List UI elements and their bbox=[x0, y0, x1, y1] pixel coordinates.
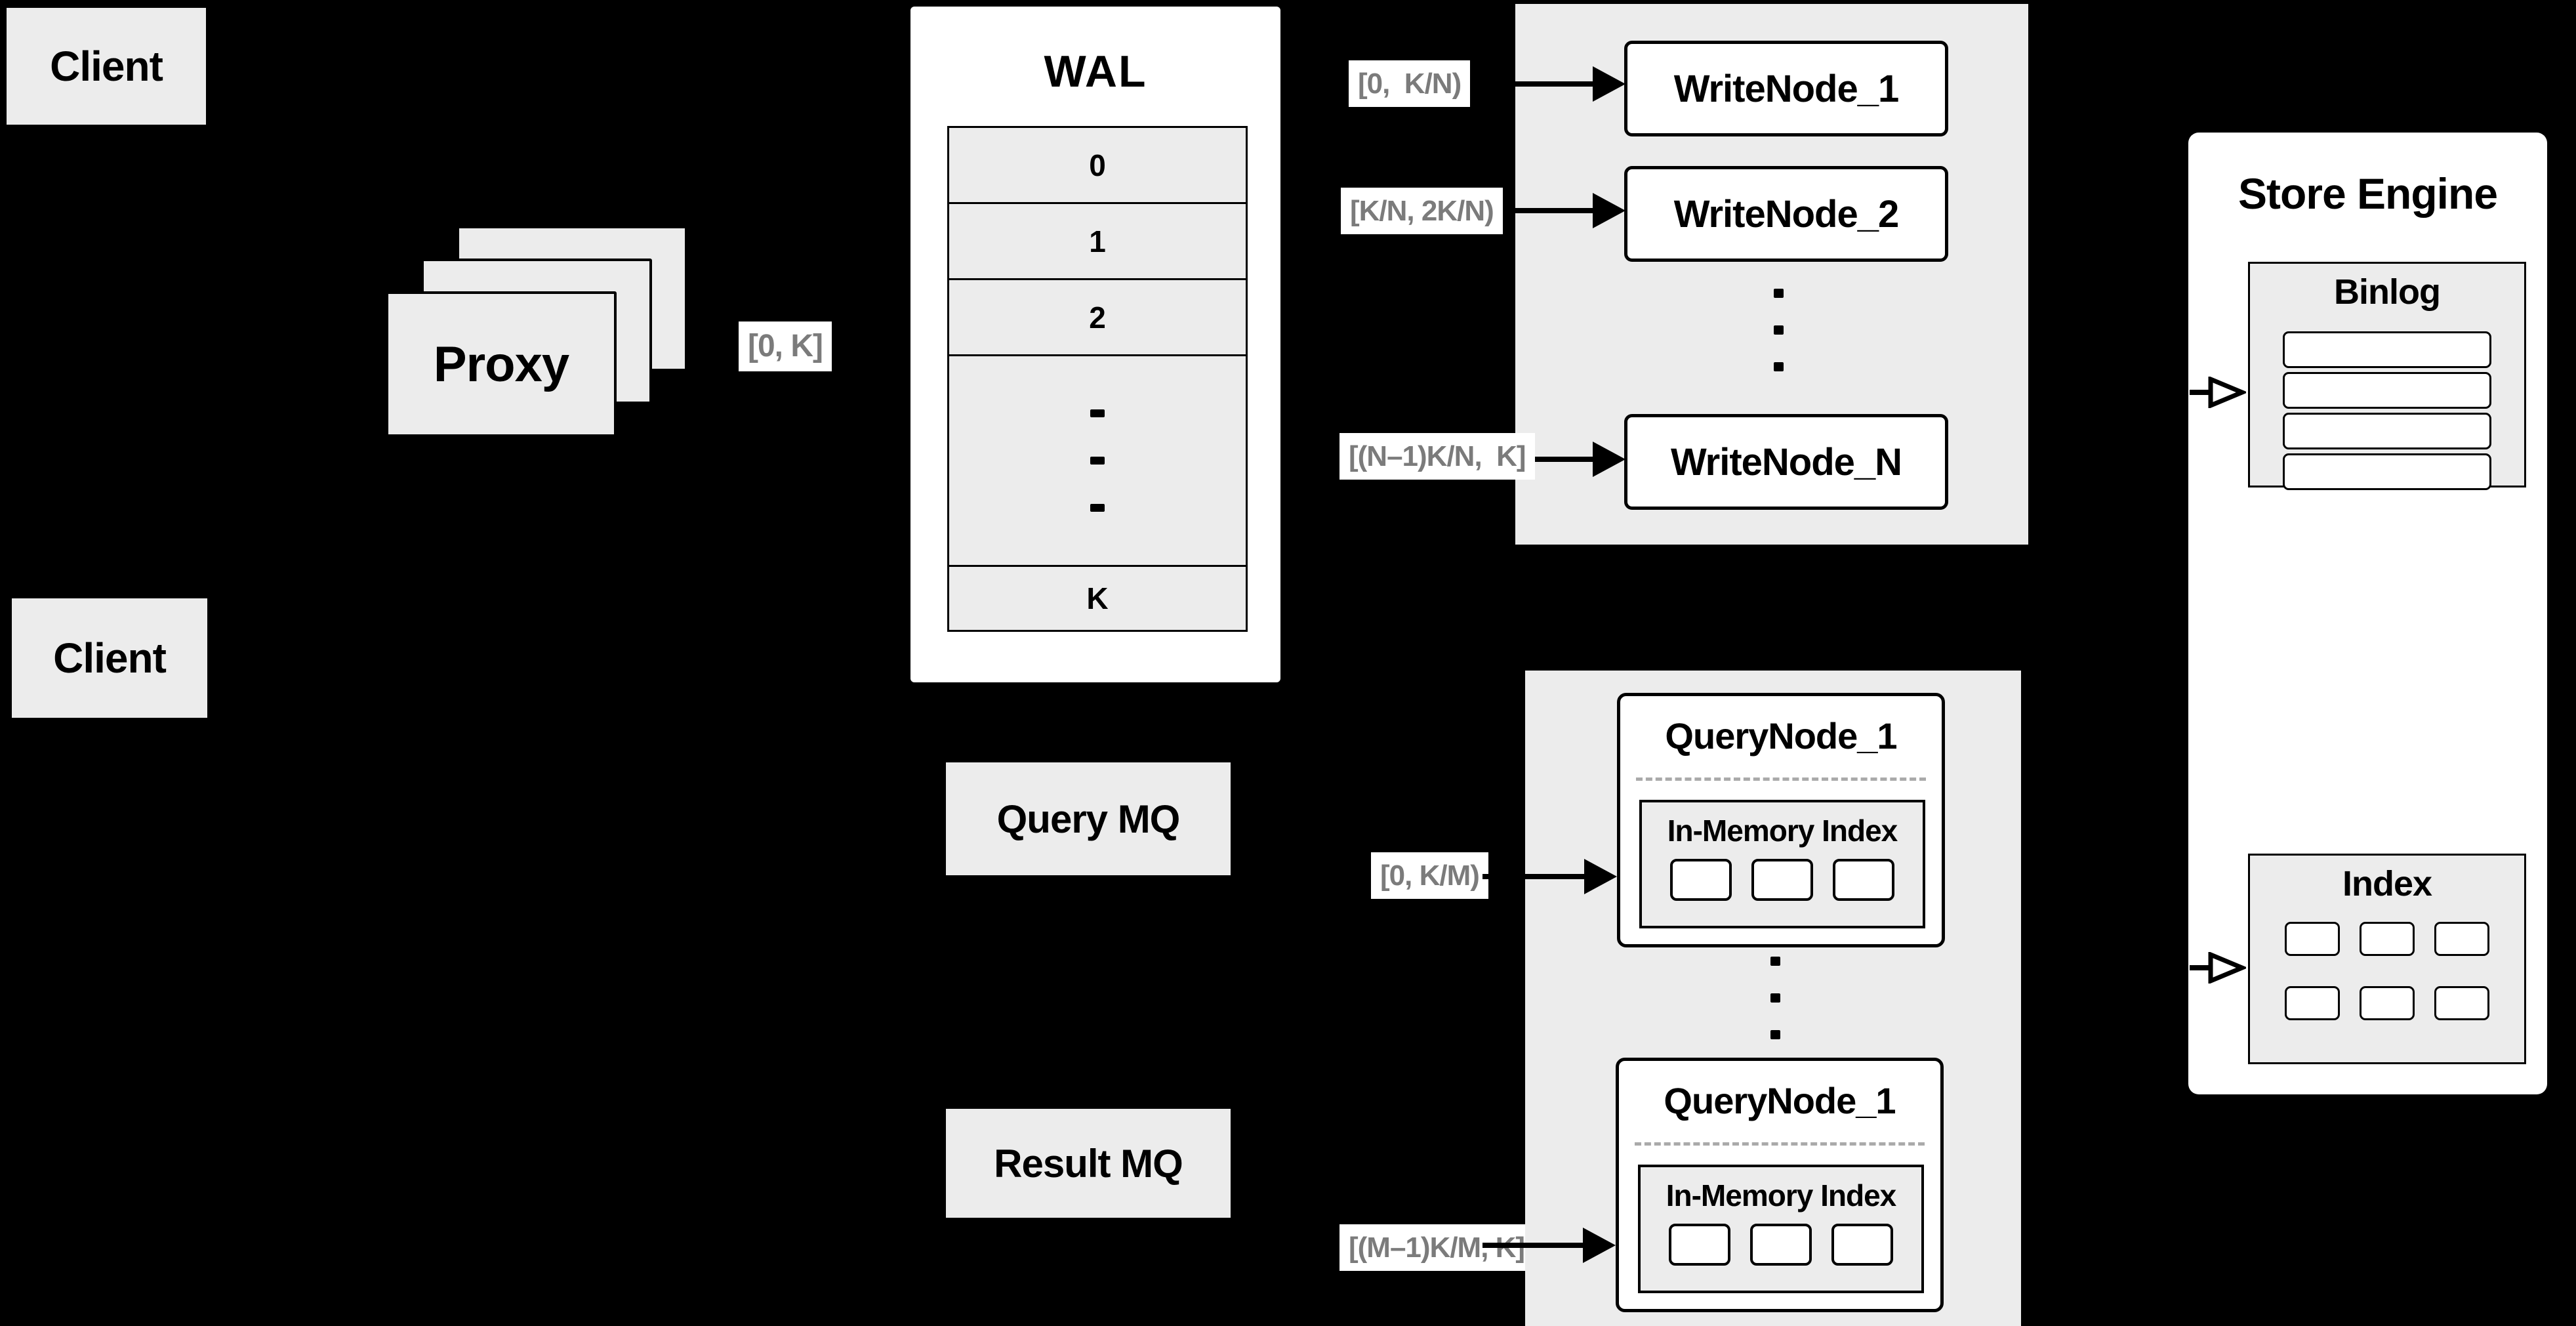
index-panel: Index bbox=[2248, 854, 2526, 1064]
store-engine-title: Store Engine bbox=[2238, 169, 2498, 218]
segment-cell bbox=[1831, 1224, 1893, 1266]
index-cell bbox=[2434, 922, 2489, 956]
ellipsis-dots bbox=[1774, 289, 1784, 371]
binlog-panel: Binlog bbox=[2248, 262, 2526, 490]
arrow-to-writenode-2 bbox=[1476, 208, 1594, 213]
wal-row: 0 bbox=[949, 128, 1246, 204]
index-title: Index bbox=[2342, 864, 2432, 903]
wal-row: 2 bbox=[949, 280, 1246, 356]
wal-title: WAL bbox=[1044, 47, 1147, 96]
ellipsis-dots bbox=[1090, 409, 1105, 512]
arrow-to-index bbox=[2190, 965, 2211, 970]
segment-cell bbox=[1750, 1224, 1812, 1266]
index-cell bbox=[2285, 986, 2340, 1020]
query-node-title: QueryNode_1 bbox=[1665, 715, 1897, 756]
segment-cells bbox=[1642, 859, 1923, 901]
binlog-row bbox=[2283, 453, 2491, 490]
arrowhead-icon bbox=[1584, 859, 1617, 894]
arrowhead-icon bbox=[1583, 1228, 1616, 1263]
dashed-divider bbox=[1635, 1142, 1925, 1146]
index-cell bbox=[2285, 922, 2340, 956]
write-node-2-box: WriteNode_2 bbox=[1624, 166, 1948, 262]
client-bottom-box: Client bbox=[12, 598, 207, 718]
write-node-n-box: WriteNode_N bbox=[1624, 414, 1948, 510]
write-node-1-box: WriteNode_1 bbox=[1624, 41, 1948, 136]
index-cells bbox=[2285, 922, 2489, 1020]
query-mq-box: Query MQ bbox=[946, 762, 1231, 875]
arrow-to-binlog bbox=[2190, 390, 2211, 395]
query-node-group-panel: QueryNode_1 In-Memory Index QueryNode_1 … bbox=[1525, 671, 2021, 1326]
index-cell bbox=[2360, 986, 2415, 1020]
query-node-top-box: QueryNode_1 In-Memory Index bbox=[1617, 693, 1945, 947]
index-cell bbox=[2434, 986, 2489, 1020]
arrowhead-icon bbox=[1593, 66, 1625, 102]
arrow-to-querynode-bottom bbox=[1482, 1243, 1583, 1248]
result-mq-box: Result MQ bbox=[946, 1109, 1231, 1218]
store-engine-panel: Store Engine Binlog Index bbox=[2188, 133, 2547, 1094]
arrow-to-querynode-top bbox=[1482, 874, 1584, 879]
index-cell bbox=[2360, 922, 2415, 956]
in-memory-index-title: In-Memory Index bbox=[1667, 814, 1898, 848]
wal-panel: WAL 0 1 2 K bbox=[910, 7, 1280, 682]
segment-cell bbox=[1670, 859, 1732, 901]
query-node-title: QueryNode_1 bbox=[1664, 1080, 1896, 1121]
in-memory-index-title: In-Memory Index bbox=[1666, 1178, 1897, 1212]
range-label-write-n: [(N–1)K/N, K] bbox=[1339, 433, 1535, 480]
in-memory-index-box: In-Memory Index bbox=[1638, 1165, 1924, 1293]
open-arrowhead-icon bbox=[2208, 952, 2246, 984]
range-label-write-2: [K/N, 2K/N) bbox=[1341, 188, 1503, 234]
binlog-title: Binlog bbox=[2334, 272, 2441, 312]
client-top-box: Client bbox=[7, 8, 206, 125]
segment-cells bbox=[1641, 1224, 1921, 1266]
binlog-row bbox=[2283, 372, 2491, 409]
arrow-to-writenode-1 bbox=[1476, 81, 1594, 87]
segment-cell bbox=[1833, 859, 1894, 901]
range-label-proxy-out: [0, K] bbox=[739, 321, 832, 371]
ellipsis-dots bbox=[1770, 957, 1780, 1039]
range-label-query-bottom: [(M–1)K/M, K] bbox=[1339, 1224, 1534, 1271]
segment-cell bbox=[1751, 859, 1813, 901]
open-arrowhead-icon bbox=[2208, 377, 2246, 408]
wal-row: K bbox=[1086, 581, 1109, 615]
arrowhead-icon bbox=[1593, 193, 1625, 228]
arrow-to-writenode-n bbox=[1476, 457, 1594, 462]
dashed-divider bbox=[1636, 777, 1926, 781]
binlog-row bbox=[2283, 331, 2491, 368]
wal-ellipsis-row bbox=[949, 356, 1246, 567]
binlog-row bbox=[2283, 413, 2491, 449]
in-memory-index-box: In-Memory Index bbox=[1639, 800, 1925, 928]
arrowhead-icon bbox=[1593, 442, 1625, 477]
range-label-query-top: [0, K/M) bbox=[1371, 852, 1488, 899]
proxy-box: Proxy bbox=[386, 291, 617, 437]
query-node-bottom-box: QueryNode_1 In-Memory Index bbox=[1616, 1058, 1944, 1312]
wal-table: 0 1 2 K bbox=[947, 126, 1248, 632]
wal-row: 1 bbox=[949, 204, 1246, 280]
segment-cell bbox=[1669, 1224, 1730, 1266]
range-label-write-1: [0, K/N) bbox=[1349, 60, 1471, 107]
binlog-rows bbox=[2283, 331, 2491, 490]
